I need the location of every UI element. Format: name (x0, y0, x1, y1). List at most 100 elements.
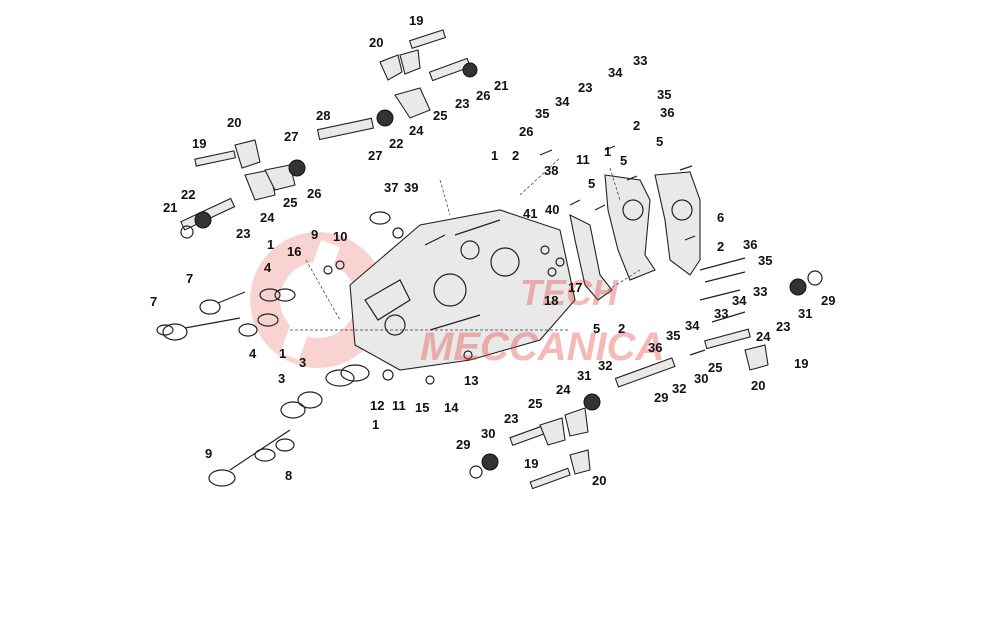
part-label: 33 (633, 53, 647, 68)
springs (180, 62, 823, 479)
part-label: 5 (620, 153, 627, 168)
part-label: 31 (577, 368, 591, 383)
head-covers (569, 171, 701, 301)
part-label: 35 (657, 87, 671, 102)
part-label: 34 (685, 318, 700, 333)
part-label: 23 (504, 411, 518, 426)
part-label: 21 (163, 200, 177, 215)
bolts (539, 145, 746, 356)
part-label: 5 (593, 321, 600, 336)
part-label: 11 (392, 398, 406, 413)
part-label: 35 (666, 328, 680, 343)
part-label: 32 (598, 358, 612, 373)
part-label: 4 (249, 346, 257, 361)
part-label: 1 (267, 237, 274, 252)
part-label: 27 (368, 148, 382, 163)
part-label: 19 (794, 356, 808, 371)
part-label: 30 (694, 371, 708, 386)
part-label: 25 (528, 396, 542, 411)
part-label: 25 (708, 360, 722, 375)
part-label: 16 (287, 244, 301, 259)
part-label: 35 (758, 253, 772, 268)
leader-lines (290, 157, 641, 331)
part-label: 23 (578, 80, 592, 95)
part-label: 9 (205, 446, 212, 461)
part-label: 25 (283, 195, 297, 210)
part-label: 19 (192, 136, 206, 151)
part-label: 29 (654, 390, 668, 405)
part-label: 1 (279, 346, 286, 361)
part-label: 30 (481, 426, 495, 441)
part-label: 41 (523, 206, 537, 221)
part-label: 39 (404, 180, 418, 195)
seals (238, 211, 565, 419)
part-label: 20 (369, 35, 383, 50)
part-label: 2 (633, 118, 640, 133)
part-label: 7 (186, 271, 193, 286)
part-label: 25 (433, 108, 447, 123)
watermark-logo (250, 232, 386, 368)
part-label: 31 (798, 306, 812, 321)
part-label: 19 (524, 456, 538, 471)
part-label: 40 (545, 202, 559, 217)
part-label: 34 (555, 94, 570, 109)
part-label: 12 (370, 398, 384, 413)
part-label: 20 (592, 473, 606, 488)
part-label: 8 (285, 468, 292, 483)
camshafts (180, 29, 751, 490)
part-label: 20 (227, 115, 241, 130)
part-label: 34 (608, 65, 623, 80)
rocker-arms (234, 49, 769, 475)
part-label: 5 (656, 134, 663, 149)
part-label: 23 (236, 226, 250, 241)
part-label: 14 (444, 400, 459, 415)
part-label: 2 (717, 239, 724, 254)
part-label: 1 (604, 144, 611, 159)
part-label: 24 (409, 123, 424, 138)
part-label: 37 (384, 180, 398, 195)
part-label: 26 (476, 88, 490, 103)
part-label: 26 (307, 186, 321, 201)
part-label: 36 (648, 340, 662, 355)
part-label: 22 (181, 187, 195, 202)
part-label: 17 (568, 280, 582, 295)
part-label: 33 (714, 306, 728, 321)
part-labels: 19 20 33 34 35 21 23 26 34 23 20 28 35 2… (150, 13, 835, 488)
part-label: 36 (660, 105, 674, 120)
part-label: 3 (299, 355, 306, 370)
part-label: 6 (717, 210, 724, 225)
watermark-top: TECH (520, 272, 619, 313)
part-label: 24 (756, 329, 771, 344)
part-label: 23 (455, 96, 469, 111)
part-label: 36 (743, 237, 757, 252)
part-label: 9 (311, 227, 318, 242)
part-label: 4 (264, 260, 272, 275)
part-label: 5 (588, 176, 595, 191)
part-label: 13 (464, 373, 478, 388)
part-label: 34 (732, 293, 747, 308)
part-label: 32 (672, 381, 686, 396)
part-label: 28 (316, 108, 330, 123)
watermark-text: TECH MECCANICA (420, 272, 664, 369)
part-label: 29 (456, 437, 470, 452)
part-label: 33 (753, 284, 767, 299)
part-label: 15 (415, 400, 429, 415)
part-label: 22 (389, 136, 403, 151)
part-label: 7 (150, 294, 157, 309)
part-label: 2 (618, 321, 625, 336)
part-label: 1 (491, 148, 498, 163)
part-label: 11 (576, 152, 590, 167)
part-label: 10 (333, 229, 347, 244)
part-label: 20 (751, 378, 765, 393)
part-label: 24 (556, 382, 571, 397)
part-label: 21 (494, 78, 508, 93)
valves (156, 291, 295, 487)
part-label: 23 (776, 319, 790, 334)
part-label: 2 (512, 148, 519, 163)
part-label: 1 (372, 417, 379, 432)
part-label: 19 (409, 13, 423, 28)
watermark-bottom: MECCANICA (420, 325, 664, 369)
part-label: 3 (278, 371, 285, 386)
part-label: 29 (821, 293, 835, 308)
